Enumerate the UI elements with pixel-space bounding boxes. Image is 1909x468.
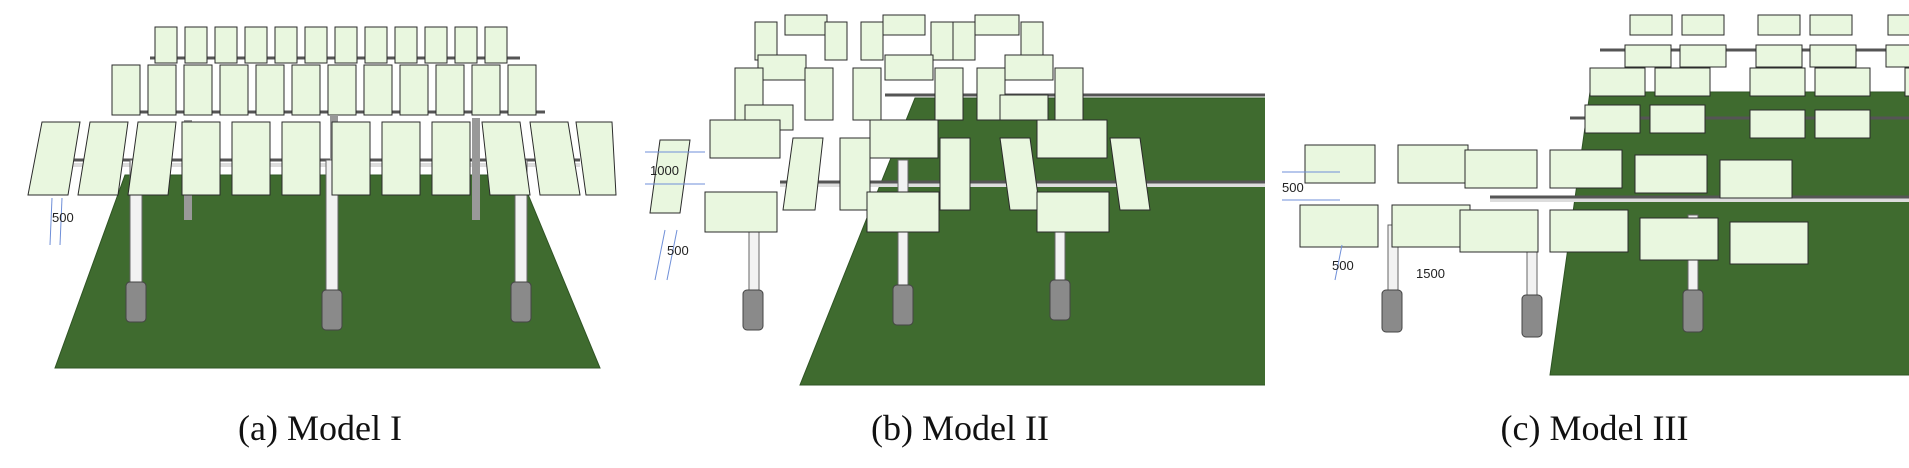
dimension-label: 500 bbox=[52, 210, 74, 225]
panel-row-front bbox=[649, 119, 1151, 233]
panel-row-middle bbox=[1584, 67, 1909, 139]
dimension-label: 1000 bbox=[650, 163, 679, 178]
panel-row-back bbox=[754, 14, 1044, 61]
model-3-diagram: 500 500 1500 bbox=[1282, 14, 1909, 376]
panel-row-front bbox=[27, 121, 617, 196]
caption-model-3: (c) Model III bbox=[1500, 408, 1689, 448]
panel-row-middle bbox=[111, 64, 537, 116]
dimension-label: 1500 bbox=[1416, 266, 1445, 281]
model-2-diagram: 1000 500 bbox=[645, 14, 1265, 386]
dimension-annotation: 500 500 1500 bbox=[1282, 171, 1445, 281]
caption-model-2: (b) Model II bbox=[871, 408, 1049, 448]
panel-row-front bbox=[1299, 144, 1809, 265]
ground-plane bbox=[799, 97, 1265, 386]
panel-row-back bbox=[154, 26, 508, 64]
dimension-label: 500 bbox=[1332, 258, 1354, 273]
caption-model-1: (a) Model I bbox=[238, 408, 402, 448]
model-1-diagram: 500 bbox=[27, 26, 617, 369]
dimension-annotation: 1000 500 bbox=[645, 151, 705, 281]
panel-row-back bbox=[1624, 14, 1909, 68]
dimension-label: 500 bbox=[1282, 180, 1304, 195]
dimension-annotation: 500 bbox=[49, 197, 74, 246]
dimension-label: 500 bbox=[667, 243, 689, 258]
